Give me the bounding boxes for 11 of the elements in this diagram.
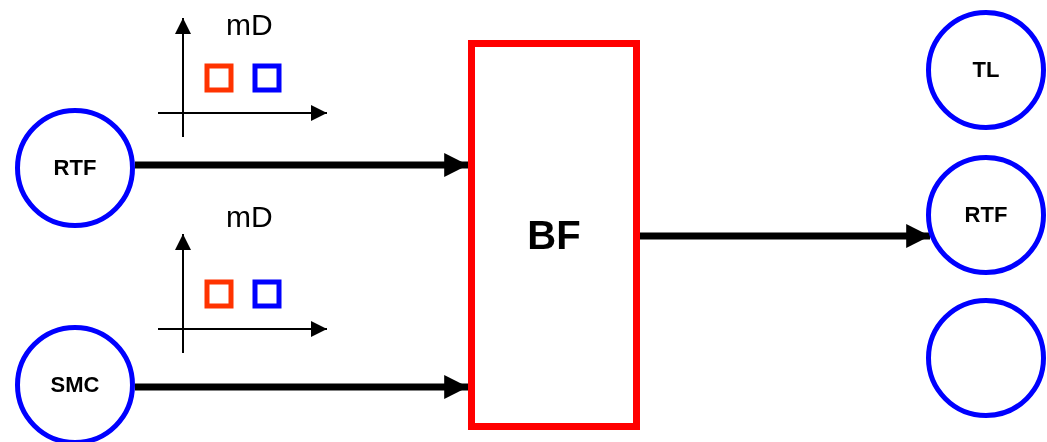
process-box [468,40,640,430]
arrow [640,224,930,248]
arrow [135,375,468,399]
node-label: BF [527,212,581,258]
node-label: SMC [50,372,100,398]
node-label: RTF [53,155,97,181]
arrow [135,153,468,177]
node-label: TL [972,57,1000,83]
axis-label: mD [226,8,273,42]
node-label: RTF [964,202,1008,228]
axis-label: mD [226,200,273,234]
